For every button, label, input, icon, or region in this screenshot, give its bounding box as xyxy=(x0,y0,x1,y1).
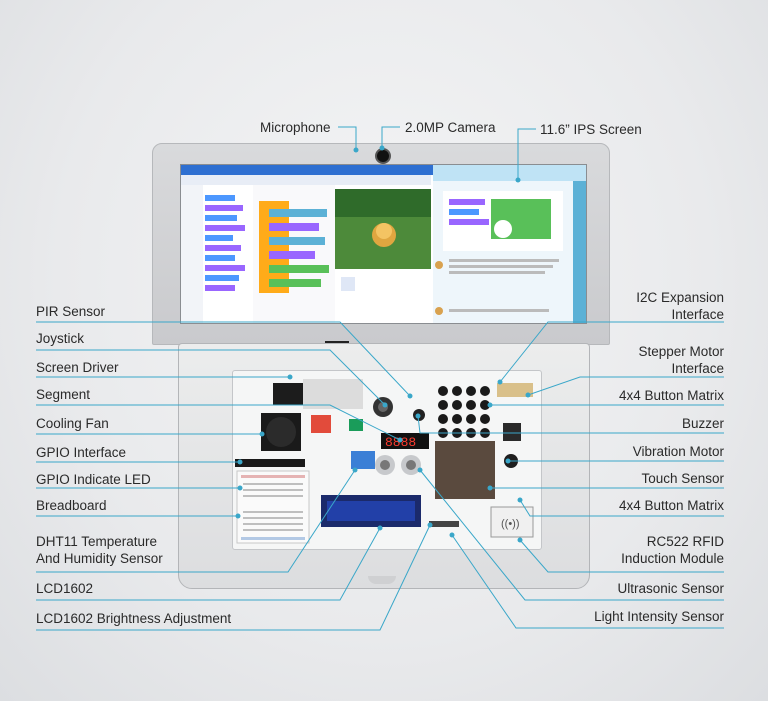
leader-pir xyxy=(36,321,411,397)
label-segment: Segment xyxy=(36,387,91,402)
leader-segment xyxy=(36,404,401,441)
label-breadboard: Breadboard xyxy=(36,498,107,513)
label-dht11: DHT11 Temperature And Humidity Sensor xyxy=(36,534,163,566)
laptop-notch xyxy=(368,576,396,584)
label-gpio-led: GPIO Indicate LED xyxy=(36,472,151,487)
label-microphone: Microphone xyxy=(260,120,331,135)
leader-screen xyxy=(517,128,536,180)
leader-dht11-dot xyxy=(352,467,358,473)
label-stepper-motor: Stepper Motor Interface xyxy=(638,344,724,376)
touch-pad xyxy=(435,441,495,499)
leader-rfid-dot xyxy=(517,537,523,543)
label-ultrasonic-sensor: Ultrasonic Sensor xyxy=(617,581,724,596)
lid-hinge xyxy=(325,341,349,344)
leader-gpio-led-dot xyxy=(237,485,243,491)
leader-button-matrix-2-dot xyxy=(517,497,523,503)
leader-button-matrix-1-dot xyxy=(487,402,493,408)
leader-cooling-fan-dot xyxy=(259,431,265,437)
svg-text:((•)): ((•)) xyxy=(501,518,520,530)
leader-vibration-dot xyxy=(505,458,511,464)
leader-microphone xyxy=(338,126,357,150)
laptop-screen xyxy=(180,164,587,324)
label-lcd1602: LCD1602 xyxy=(36,581,94,596)
leader-screen-driver-dot xyxy=(287,374,293,380)
label-light-sensor: Light Intensity Sensor xyxy=(594,609,724,624)
label-button-matrix-2: 4x4 Button Matrix xyxy=(618,498,724,513)
leader-buzzer xyxy=(417,415,724,434)
label-rfid: RC522 RFID Induction Module xyxy=(621,534,724,566)
label-touch-sensor: Touch Sensor xyxy=(641,471,724,486)
board-graphic: 8888 ((•)) xyxy=(235,379,534,544)
screen-titlebar xyxy=(181,165,586,175)
leader-rfid xyxy=(519,539,724,573)
leader-camera xyxy=(381,126,400,148)
leader-lcd1602-dot xyxy=(377,525,383,531)
label-gpio-interface: GPIO Interface xyxy=(36,445,127,460)
leader-light-dot xyxy=(449,532,455,538)
sensor-board: 8888 ((•)) xyxy=(232,370,542,550)
rfid-module xyxy=(490,506,534,538)
leader-pir-dot xyxy=(407,393,413,399)
leader-segment-dot xyxy=(397,437,403,443)
label-ips-screen: 11.6” IPS Screen xyxy=(540,122,642,137)
label-buzzer: Buzzer xyxy=(681,416,724,431)
leader-dht11 xyxy=(36,469,356,573)
leader-stepper xyxy=(527,376,724,396)
leader-breadboard-dot xyxy=(235,513,241,519)
gpio-header xyxy=(235,459,305,467)
leader-screen-dot xyxy=(515,177,521,183)
leader-camera-dot xyxy=(379,145,385,151)
leader-joystick-dot xyxy=(382,402,388,408)
label-joystick: Joystick xyxy=(36,331,85,346)
leader-lcd-brightness-dot xyxy=(427,522,433,528)
leader-lcd-brightness xyxy=(36,524,431,631)
label-i2c-expansion: I2C Expansion Interface xyxy=(636,290,724,322)
label-camera: 2.0MP Camera xyxy=(405,120,496,135)
leader-touch-dot xyxy=(487,485,493,491)
label-lcd-brightness: LCD1602 Brightness Adjustment xyxy=(36,611,232,626)
label-cooling-fan: Cooling Fan xyxy=(36,416,109,431)
leader-joystick xyxy=(36,349,386,406)
screen-driver-chip xyxy=(273,383,305,405)
leader-button-matrix-2 xyxy=(519,499,724,517)
button-matrix xyxy=(438,386,490,438)
leader-i2c-dot xyxy=(497,379,503,385)
segment-digits: 8888 xyxy=(385,435,416,450)
leader-gpio-interface-dot xyxy=(237,459,243,465)
label-pir-sensor: PIR Sensor xyxy=(36,304,106,319)
label-button-matrix-1: 4x4 Button Matrix xyxy=(618,388,724,403)
leader-ultrasonic xyxy=(419,469,724,601)
leader-stepper-dot xyxy=(525,392,531,398)
leader-buzzer-dot xyxy=(415,413,421,419)
scratch-blocks xyxy=(205,195,245,291)
label-screen-driver: Screen Driver xyxy=(36,360,119,375)
screen-content xyxy=(181,165,586,323)
label-vibration-motor: Vibration Motor xyxy=(632,444,724,459)
leader-i2c xyxy=(499,321,724,383)
leader-microphone-dot xyxy=(353,147,359,153)
leader-light xyxy=(451,534,724,629)
leader-ultrasonic-dot xyxy=(417,467,423,473)
leader-lcd1602 xyxy=(36,527,381,601)
